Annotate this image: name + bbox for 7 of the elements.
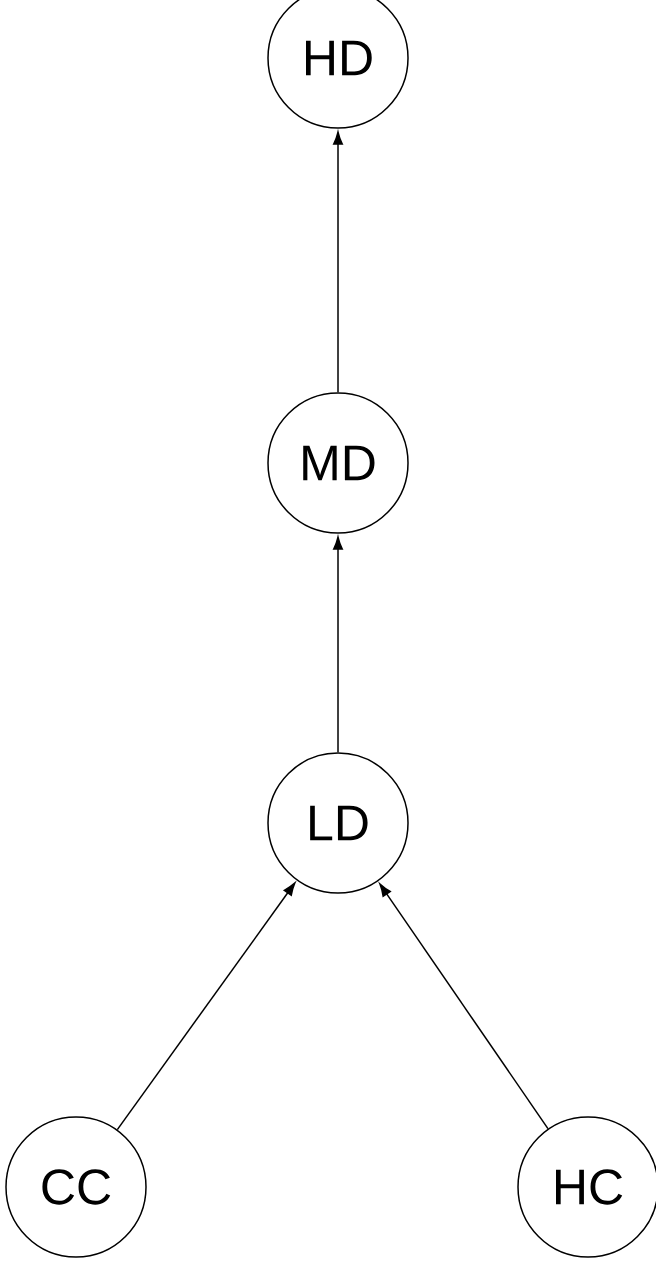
circle-node: LD <box>267 752 409 894</box>
arrow <box>333 131 343 393</box>
arrow <box>379 883 549 1130</box>
arrow <box>116 882 296 1131</box>
arrow <box>333 536 343 753</box>
circle-node: CC <box>5 1116 147 1258</box>
circle-node: MD <box>267 392 409 534</box>
